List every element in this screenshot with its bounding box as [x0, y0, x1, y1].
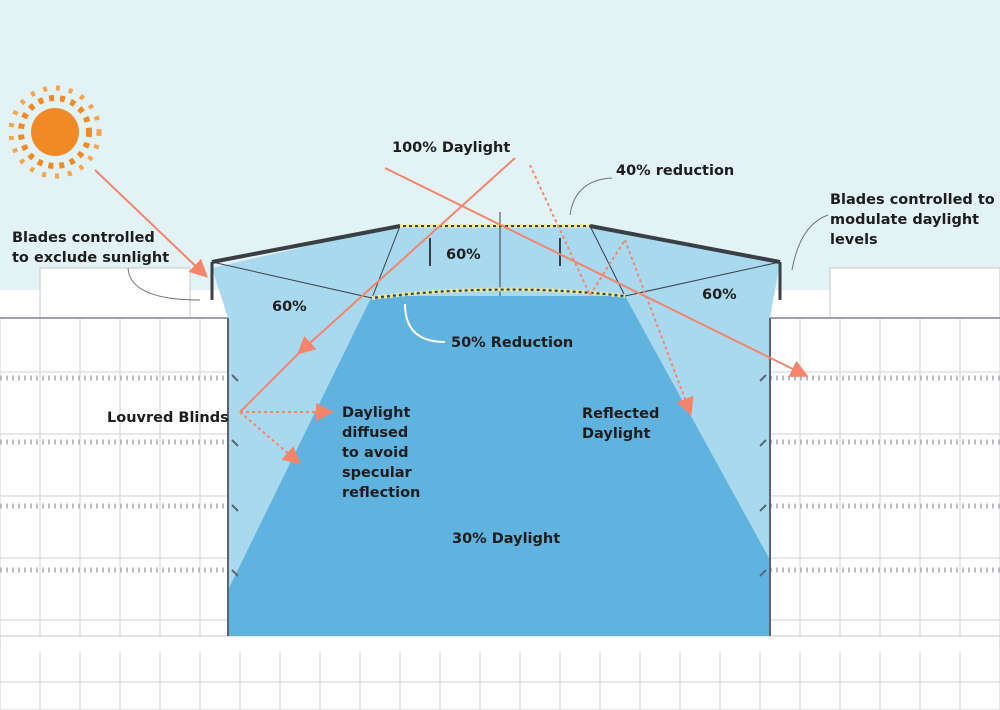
- label-30-daylight: 30% Daylight: [452, 531, 561, 547]
- basement-grid: [0, 652, 1000, 710]
- label-daylight-diffused: Daylight diffused to avoid specular refl…: [342, 405, 421, 501]
- reflected-ray-bounce: [589, 239, 626, 296]
- label-louvred-blinds: Louvred Blinds: [107, 410, 229, 426]
- label-40-reduction: 40% reduction: [616, 163, 735, 179]
- label-60-left: 60%: [272, 299, 307, 315]
- label-50-reduction: 50% Reduction: [451, 335, 574, 351]
- sun-ray-down: [239, 351, 301, 413]
- light-rays: [94, 157, 809, 465]
- label-reflected-daylight: Reflected Daylight: [582, 406, 660, 442]
- sun-ray-through: [384, 167, 809, 377]
- sun-icon: [8, 85, 102, 179]
- label-60-center: 60%: [446, 247, 481, 263]
- label-blades-modulate: Blades controlled to modulate daylight l…: [830, 192, 995, 248]
- atrium-walls: [227, 318, 771, 636]
- lower-blind-dots: [371, 287, 626, 300]
- sun-ray-to-wall: [297, 157, 516, 355]
- label-blades-exclude: Blades controlled to exclude sunlight: [12, 230, 170, 266]
- diffused-ray-2: [239, 411, 302, 465]
- left-building: [0, 267, 230, 710]
- reflected-ray-down: [624, 239, 694, 416]
- sun-ray-blocked: [94, 169, 208, 278]
- label-100-daylight: 100% Daylight: [392, 140, 511, 156]
- daylight-beam: [228, 296, 770, 636]
- label-60-right: 60%: [702, 287, 737, 303]
- leader-lines: [127, 177, 829, 343]
